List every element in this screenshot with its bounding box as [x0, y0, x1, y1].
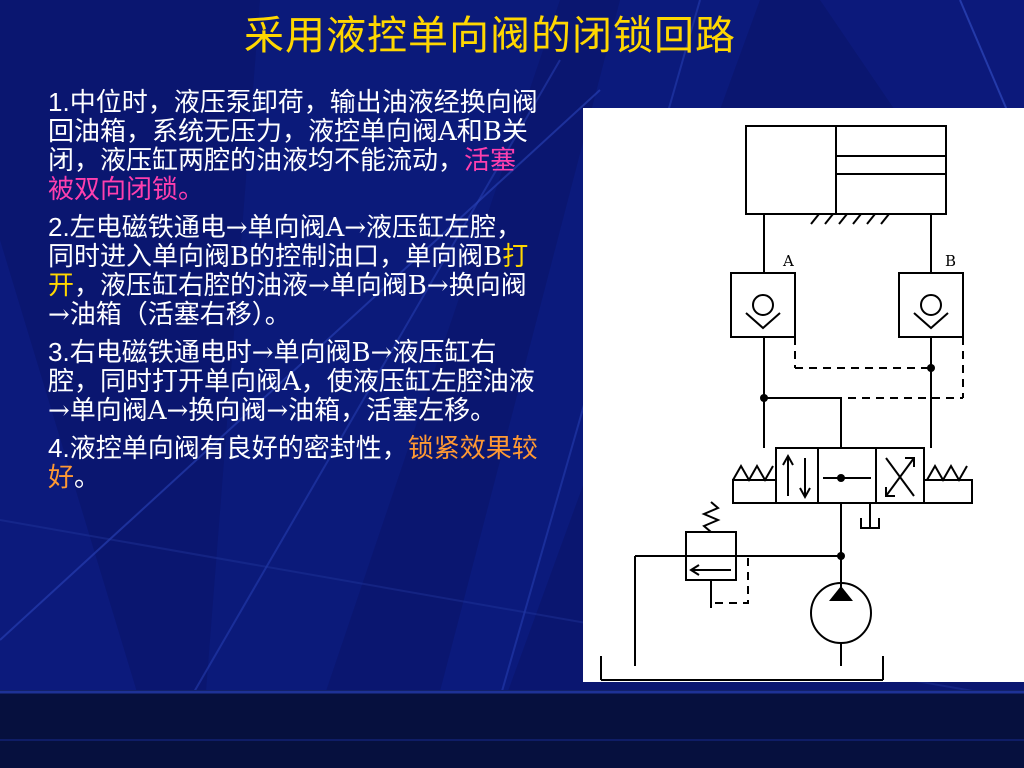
list-item-4: 4.液控单向阀有良好的密封性，锁紧效果较好。 — [48, 434, 538, 493]
item-text: 液控单向阀有良好的密封性， — [69, 434, 408, 464]
item-number: 3. — [48, 337, 70, 367]
hydraulic-cylinder — [745, 125, 947, 225]
content-list: 1.中位时，液压泵卸荷，输出油液经换向阀回油箱，系统无压力，液控单向阀A和B关闭… — [48, 88, 538, 501]
item-text: 右电磁铁通电时→单向阀B→液压缸右腔，同时打开单向阀A，使液压缸左腔油液→单向阀… — [48, 338, 535, 426]
slide-title: 采用液控单向阀的闭锁回路 — [244, 13, 736, 59]
oil-tank — [600, 656, 884, 681]
item-highlight: 锁紧效果较好 — [48, 434, 538, 493]
item-number: 2. — [48, 212, 70, 242]
valve-a-label: A — [782, 252, 794, 270]
item-highlight: 打开 — [48, 242, 529, 301]
list-item-3: 3.右电磁铁通电时→单向阀B→液压缸右腔，同时打开单向阀A，使液压缸左腔油液→单… — [48, 338, 538, 426]
hydraulic-pump — [810, 582, 872, 666]
item-text: 中位时，液压泵卸荷，输出油液经换向阀回油箱，系统无压力，液控单向阀A和B关闭，液… — [48, 88, 538, 176]
hydraulic-circuit-diagram: A B — [583, 108, 1024, 682]
valve-b-label: B — [945, 252, 956, 270]
item-tail: ，液压缸右腔的油液→单向阀B→换向阀→油箱（活塞右移）。 — [48, 271, 527, 330]
list-item-1: 1.中位时，液压泵卸荷，输出油液经换向阀回油箱，系统无压力，液控单向阀A和B关闭… — [48, 88, 538, 205]
item-tail: 。 — [74, 463, 101, 493]
directional-valve — [732, 447, 973, 504]
circuit-svg: A B — [600, 125, 973, 681]
item-highlight: 活塞被双向闭锁。 — [48, 146, 517, 205]
item-text: 左电磁铁通电→单向阀A→液压缸左腔，同时进入单向阀B的控制油口，单向阀B — [48, 213, 523, 272]
check-valve-b — [898, 272, 964, 338]
item-number: 1. — [48, 87, 70, 117]
check-valve-a — [730, 272, 796, 338]
item-number: 4. — [48, 433, 70, 463]
list-item-2: 2.左电磁铁通电→单向阀A→液压缸左腔，同时进入单向阀B的控制油口，单向阀B打开… — [48, 213, 538, 330]
